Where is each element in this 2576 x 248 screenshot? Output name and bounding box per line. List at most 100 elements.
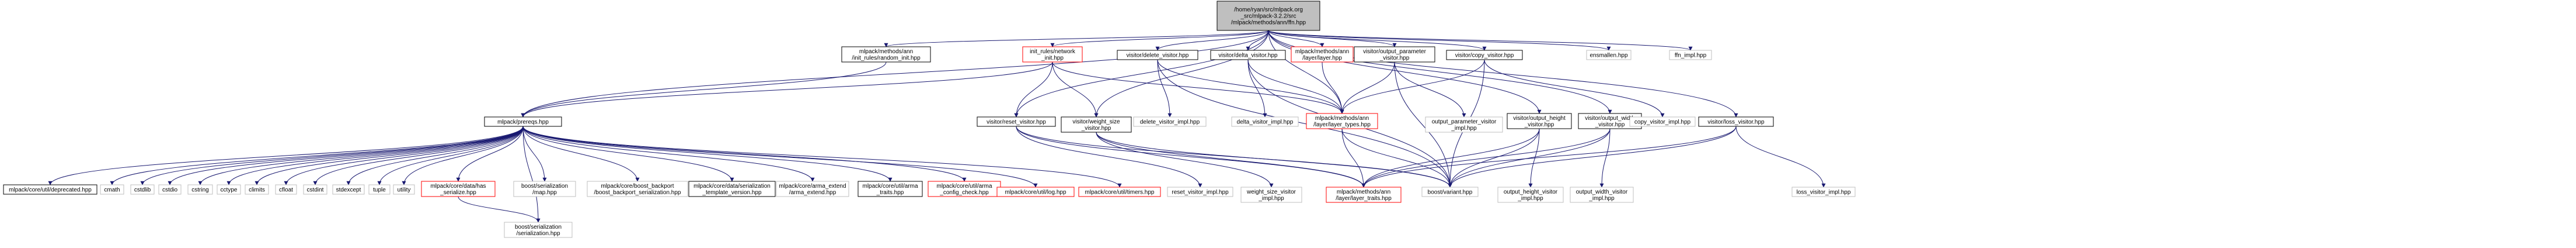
node-label-line: climits bbox=[249, 187, 265, 194]
node-label-line: /arma_extend.hpp bbox=[789, 190, 836, 196]
node-box bbox=[1240, 187, 1302, 203]
node-arma-traits[interactable]: mlpack/core/util/arma_traits.hpp bbox=[857, 181, 923, 197]
node-box bbox=[303, 184, 327, 195]
node-box bbox=[587, 181, 688, 197]
node-cmath: cmath bbox=[100, 184, 124, 195]
edge-prereqs-to-deprecated bbox=[48, 126, 524, 185]
edge-line bbox=[458, 196, 541, 223]
edge-output_width_visitor-to-boost_variant bbox=[1448, 128, 1611, 188]
edge-line bbox=[1735, 126, 1826, 188]
edge-line bbox=[1341, 128, 1366, 188]
node-box bbox=[1354, 46, 1435, 63]
node-cstring: cstring bbox=[187, 184, 213, 195]
node-label-line: output_width_visitor bbox=[1576, 189, 1628, 195]
node-layer-traits: mlpack/methods/ann/layer/layer_traits.hp… bbox=[1326, 187, 1402, 203]
node-prereqs[interactable]: mlpack/prereqs.hpp bbox=[484, 116, 562, 127]
edge-line bbox=[522, 126, 815, 182]
edge-line bbox=[1014, 61, 1053, 118]
edge-has_serialize-to-boost_serialization bbox=[458, 196, 541, 223]
node-label-line: boost/serialization bbox=[515, 224, 562, 230]
edge-line bbox=[522, 126, 1038, 188]
edge-root-to-reset_visitor bbox=[1014, 30, 1269, 118]
node-label-line: _impl.hpp bbox=[1588, 195, 1615, 202]
node-cctype: cctype bbox=[217, 184, 241, 195]
node-label-line: /boost_backport_serialization.hpp bbox=[594, 190, 681, 196]
node-label-line: /layer/layer.hpp bbox=[1302, 55, 1342, 61]
edge-output_width_visitor-to-layer_traits bbox=[1361, 128, 1611, 188]
edge-prereqs-to-has_serialize bbox=[456, 126, 524, 182]
node-label-line: /layer/layer_types.hpp bbox=[1313, 122, 1371, 128]
node-ensmallen: ensmallen.hpp bbox=[1586, 50, 1632, 60]
edge-reset_visitor-to-layer_traits bbox=[1016, 126, 1366, 188]
edge-prereqs-to-cctype bbox=[226, 126, 524, 185]
node-label-line: boost/variant.hpp bbox=[1428, 190, 1473, 196]
edge-line bbox=[1155, 30, 1269, 51]
edge-root-to-ensmallen bbox=[1268, 30, 1611, 51]
edge-line bbox=[1157, 59, 1172, 118]
node-label-line: visitor/delta_visitor.hpp bbox=[1218, 53, 1278, 59]
edge-line bbox=[521, 61, 1053, 118]
edge-root-to-output_height_visitor bbox=[1268, 30, 1542, 114]
node-box bbox=[130, 184, 155, 195]
node-boost-serialization: boost/serialization/serialization.hpp bbox=[504, 222, 573, 238]
node-random-init[interactable]: mlpack/methods/ann/init_rules/random_ini… bbox=[841, 46, 931, 63]
node-layer-types: mlpack/methods/ann/layer/layer_types.hpp bbox=[1306, 113, 1378, 129]
edge-line bbox=[1448, 126, 1737, 188]
node-label-line: _serialize.hpp bbox=[440, 190, 476, 196]
node-copy-visitor[interactable]: visitor/copy_visitor.hpp bbox=[1446, 50, 1523, 60]
node-label-line: /init_rules/random_init.hpp bbox=[852, 55, 921, 61]
node-box bbox=[368, 184, 391, 195]
edge-line bbox=[1322, 61, 1344, 114]
edge-prereqs-to-climits bbox=[255, 126, 524, 185]
node-box bbox=[1291, 46, 1354, 63]
node-output-height-visitor[interactable]: visitor/output_height_visitor.hpp bbox=[1507, 113, 1572, 129]
node-label-line: /map.hpp bbox=[532, 190, 557, 196]
node-label-line: _impl.hpp bbox=[1258, 195, 1284, 202]
node-cstdint: cstdint bbox=[303, 184, 327, 195]
node-delete-visitor[interactable]: visitor/delete_visitor.hpp bbox=[1117, 50, 1198, 60]
edge-prereqs-to-stdexcept bbox=[346, 126, 524, 185]
edge-line bbox=[346, 126, 524, 185]
node-loss-visitor-impl: loss_visitor_impl.hpp bbox=[1791, 187, 1856, 197]
node-box bbox=[245, 184, 269, 195]
edge-layer_types-to-layer_traits bbox=[1341, 128, 1366, 188]
node-deprecated[interactable]: mlpack/core/util/deprecated.hpp bbox=[3, 184, 97, 195]
node-label-line: output_height_visitor bbox=[1504, 189, 1558, 195]
node-cstdlib: cstdlib bbox=[130, 184, 155, 195]
node-box bbox=[776, 181, 849, 197]
edge-line bbox=[168, 126, 524, 185]
node-log-hpp: mlpack/core/util/log.hpp bbox=[996, 187, 1075, 197]
node-reset-visitor[interactable]: visitor/reset_visitor.hpp bbox=[977, 116, 1056, 127]
node-label-line: delete_visitor_impl.hpp bbox=[1140, 119, 1200, 126]
node-box bbox=[996, 187, 1075, 197]
edge-layer bbox=[48, 30, 1826, 223]
node-box bbox=[393, 184, 415, 195]
node-label-line: mlpack/methods/ann bbox=[1315, 115, 1369, 122]
node-label-line: mlpack/methods/ann bbox=[859, 49, 913, 55]
node-box bbox=[1117, 50, 1198, 60]
node-loss-visitor[interactable]: visitor/loss_visitor.hpp bbox=[1698, 116, 1774, 127]
edge-root-to-copy_visitor bbox=[1268, 30, 1487, 51]
node-template-version[interactable]: mlpack/core/data/serialization_template_… bbox=[688, 181, 776, 197]
node-label-line: mlpack/core/boost_backport bbox=[601, 183, 674, 190]
node-weight-size-visitor[interactable]: visitor/weight_size_visitor.hpp bbox=[1061, 116, 1132, 133]
node-delta-visitor[interactable]: visitor/delta_visitor.hpp bbox=[1210, 50, 1286, 60]
node-box bbox=[1133, 116, 1207, 127]
node-output-width-visitor-impl: output_width_visitor_impl.hpp bbox=[1570, 187, 1634, 203]
node-label-line: mlpack/methods/ann bbox=[1337, 189, 1390, 195]
node-timers-hpp: mlpack/core/util/timers.hpp bbox=[1078, 187, 1161, 197]
edge-root-to-delete_visitor bbox=[1155, 30, 1269, 51]
node-output-parameter-visitor[interactable]: visitor/output_parameter_visitor.hpp bbox=[1354, 46, 1435, 63]
node-output-height-visitor-impl: output_height_visitor_impl.hpp bbox=[1497, 187, 1564, 203]
node-label-line: copy_visitor_impl.hpp bbox=[1634, 119, 1691, 126]
node-box bbox=[3, 184, 97, 195]
node-init-network: init_rules/network_init.hpp bbox=[1022, 46, 1083, 63]
edge-line bbox=[1052, 61, 1099, 118]
edge-line bbox=[1268, 30, 1611, 51]
edge-line bbox=[377, 126, 524, 185]
edge-init_network-to-reset_visitor bbox=[1014, 61, 1053, 118]
node-label-line: visitor/output_height bbox=[1513, 115, 1566, 122]
node-root: /home/ryan/src/mlpack.org_src/mlpack-3.2… bbox=[1216, 1, 1320, 31]
edge-root-to-init_network bbox=[1050, 30, 1269, 47]
